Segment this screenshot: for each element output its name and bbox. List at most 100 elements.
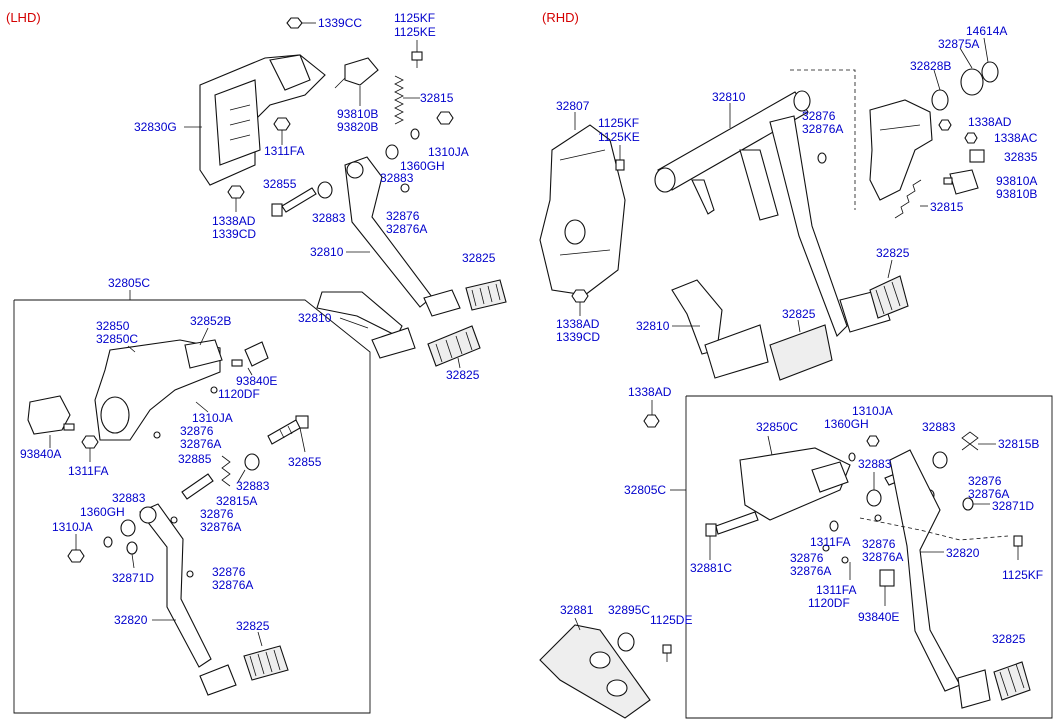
nut-1311fa-r xyxy=(829,520,839,532)
pedal-arm-32810b xyxy=(316,291,416,359)
nut-1338ad-r3 xyxy=(643,414,660,428)
label-32876-c: 32876 xyxy=(200,507,234,521)
label-32825-r: 32825 xyxy=(876,246,910,260)
label-93840e: 93840E xyxy=(236,374,277,388)
bushing-32828b xyxy=(931,89,949,111)
nut-1338ad-r2 xyxy=(938,119,952,131)
label-32876a-r4: 32876A xyxy=(862,550,903,564)
label-1310ja: 1310JA xyxy=(428,145,469,159)
label-32883-c: 32883 xyxy=(236,479,270,493)
label-32820: 32820 xyxy=(114,613,148,627)
washer-1360gh-r xyxy=(848,452,856,462)
label-32876-b: 32876 xyxy=(180,424,214,438)
lhd-labels: 1339CC 1125KF 1125KE 32830G 93810B 93820… xyxy=(20,11,496,633)
label-32830g: 32830G xyxy=(134,120,177,134)
label-32871d: 32871D xyxy=(112,571,154,585)
label-32805c-r: 32805C xyxy=(624,483,666,497)
spring-32815-r xyxy=(894,179,922,219)
bracket-32850 xyxy=(94,339,223,441)
nut-1310ja-c xyxy=(67,549,85,563)
label-32876-r2: 32876 xyxy=(968,474,1002,488)
spring-32815a xyxy=(221,455,231,487)
bushing-32883-c xyxy=(244,453,260,471)
label-1125de: 1125DE xyxy=(650,613,692,627)
rhd-labels: 32807 1125KF 1125KE 32810 32876 32876A 1… xyxy=(556,24,1043,646)
label-93810b-r: 93810B xyxy=(996,187,1037,201)
label-32876-r4: 32876 xyxy=(862,537,896,551)
label-32815: 32815 xyxy=(420,91,454,105)
rhd-sub-assembly-frame xyxy=(643,395,1053,719)
label-32810-b: 32810 xyxy=(298,311,332,325)
label-32876-r: 32876 xyxy=(802,109,836,123)
pedal-pad-32825b xyxy=(427,325,481,367)
label-32825-b: 32825 xyxy=(446,368,480,382)
label-32883-r2: 32883 xyxy=(858,457,892,471)
switch-93840e xyxy=(231,341,269,367)
clip-14614a xyxy=(981,61,999,83)
clip-1120df xyxy=(210,386,218,394)
label-32876a-r3: 32876A xyxy=(790,564,831,578)
label-32805c: 32805C xyxy=(108,276,150,290)
nut-1338ad-r xyxy=(571,289,589,303)
label-1360gh-r: 1360GH xyxy=(824,417,869,431)
bolt-32881c xyxy=(705,511,759,537)
stopper-32835 xyxy=(969,149,985,163)
label-32850c: 32850C xyxy=(96,332,138,346)
clip-32876-d xyxy=(186,570,194,578)
label-32881: 32881 xyxy=(560,603,594,617)
label-32883-r: 32883 xyxy=(922,420,956,434)
label-93810a: 93810A xyxy=(996,174,1037,188)
label-1311fa-r: 1311FA xyxy=(810,535,850,549)
label-32835: 32835 xyxy=(1004,150,1038,164)
nut-1311fa-b xyxy=(81,435,99,449)
label-1310ja-r: 1310JA xyxy=(852,404,893,418)
label-32876a-b: 32876A xyxy=(180,437,221,451)
label-32815a: 32815A xyxy=(216,494,257,508)
pedal-pad-32825 xyxy=(465,279,507,311)
label-1360gh-b: 1360GH xyxy=(80,505,125,519)
label-1125kf: 1125KF xyxy=(394,11,435,25)
nut-1338ac xyxy=(964,132,978,144)
ring-32875a xyxy=(960,68,984,96)
bushing-32883-r xyxy=(932,451,948,469)
clip-32876-r xyxy=(817,152,827,164)
pedal-pad-32825-r xyxy=(869,275,909,319)
pin-32885 xyxy=(181,473,214,500)
label-32875a: 32875A xyxy=(938,37,979,51)
label-1125ke: 1125KE xyxy=(394,25,436,39)
label-32855-b: 32855 xyxy=(288,455,322,469)
bolt-1125kf-r2 xyxy=(1013,535,1023,560)
label-1311fa-r2: 1311FA xyxy=(816,583,856,597)
label-1125kf-r: 1125KF xyxy=(598,116,639,130)
nut-1338ad xyxy=(227,185,245,199)
lhd-sub-assembly-frame xyxy=(13,290,371,714)
label-1339cd-r: 1339CD xyxy=(556,330,600,344)
label-32828b: 32828B xyxy=(910,59,951,73)
label-1338ad-r: 1338AD xyxy=(968,115,1012,129)
pedal-arm-32810-r2 xyxy=(671,279,769,379)
bushing-32871d xyxy=(126,541,138,555)
bracket-32830g xyxy=(199,54,326,186)
label-32815b: 32815B xyxy=(998,437,1039,451)
label-32825-r2: 32825 xyxy=(782,307,816,321)
label-1120df-r: 1120DF xyxy=(808,596,850,610)
label-93820b: 93820B xyxy=(337,120,378,134)
label-93810b: 93810B xyxy=(337,107,378,121)
label-32850c-r: 32850C xyxy=(756,420,798,434)
bushing-32883-d xyxy=(120,519,136,537)
clip-32876 xyxy=(400,183,410,193)
washer-1360gh xyxy=(410,128,420,140)
bolt-1125de xyxy=(662,644,672,662)
shaft-32810 xyxy=(654,90,811,221)
label-32876a-r: 32876A xyxy=(802,122,843,136)
bracket-right-top xyxy=(869,99,933,201)
label-32895c: 32895C xyxy=(608,603,650,617)
bracket-32850c xyxy=(739,447,851,521)
label-32876: 32876 xyxy=(386,209,420,223)
nut-1310ja-r xyxy=(866,435,880,447)
label-1310ja-b: 1310JA xyxy=(192,411,233,425)
label-32876a: 32876A xyxy=(386,222,427,236)
label-32876-r3: 32876 xyxy=(790,551,824,565)
switch-93810b xyxy=(334,57,379,89)
